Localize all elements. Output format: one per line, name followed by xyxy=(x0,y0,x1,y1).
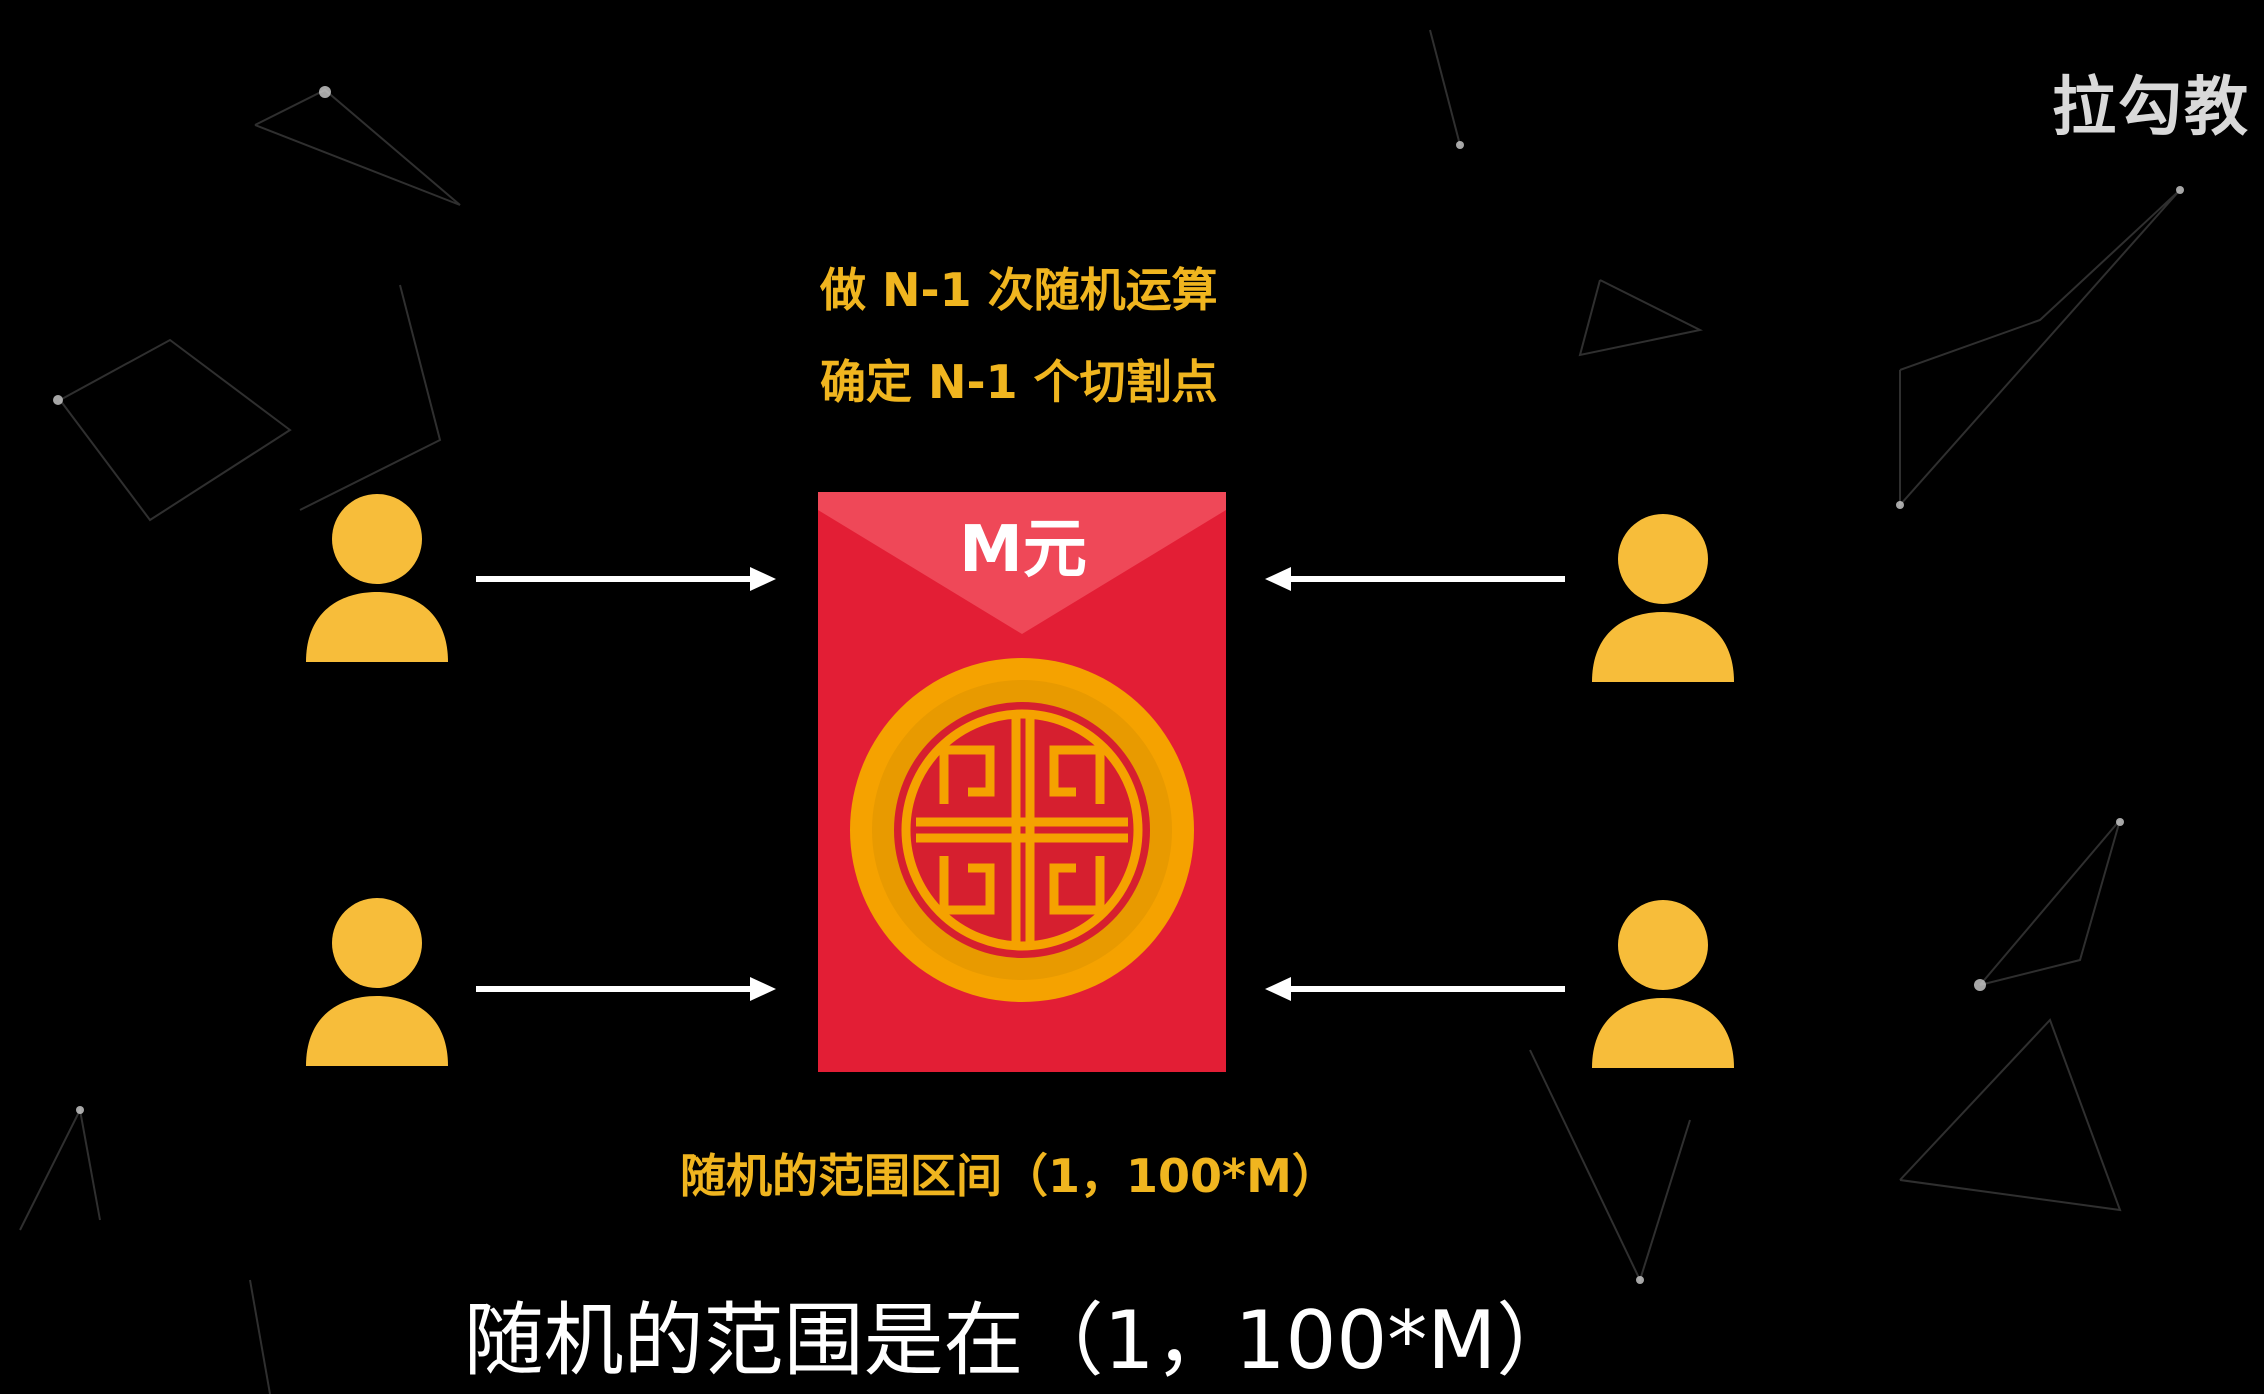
arrow-left-top xyxy=(1265,567,1565,591)
step-text-cut-points: 确定 N-1 个切割点 xyxy=(820,346,1240,412)
step-text-random-operations: 做 N-1 次随机运算 xyxy=(820,254,1240,320)
range-annotation: 随机的范围区间（1，100*M） xyxy=(680,1140,1338,1206)
user-icon-bottom-left xyxy=(302,896,452,1066)
user-icon-top-right xyxy=(1588,512,1738,682)
video-subtitle: 随机的范围是在（1，100*M） xyxy=(0,1276,2040,1392)
user-icon-top-left xyxy=(302,492,452,662)
envelope-amount-label: M元 xyxy=(918,498,1128,590)
watermark-logo: 拉勾教 xyxy=(2052,56,2250,148)
user-icon-bottom-right xyxy=(1588,898,1738,1068)
arrow-right-bottom xyxy=(476,977,776,1001)
coin-emblem xyxy=(850,658,1194,1002)
arrow-right-top xyxy=(476,567,776,591)
arrow-left-bottom xyxy=(1265,977,1565,1001)
